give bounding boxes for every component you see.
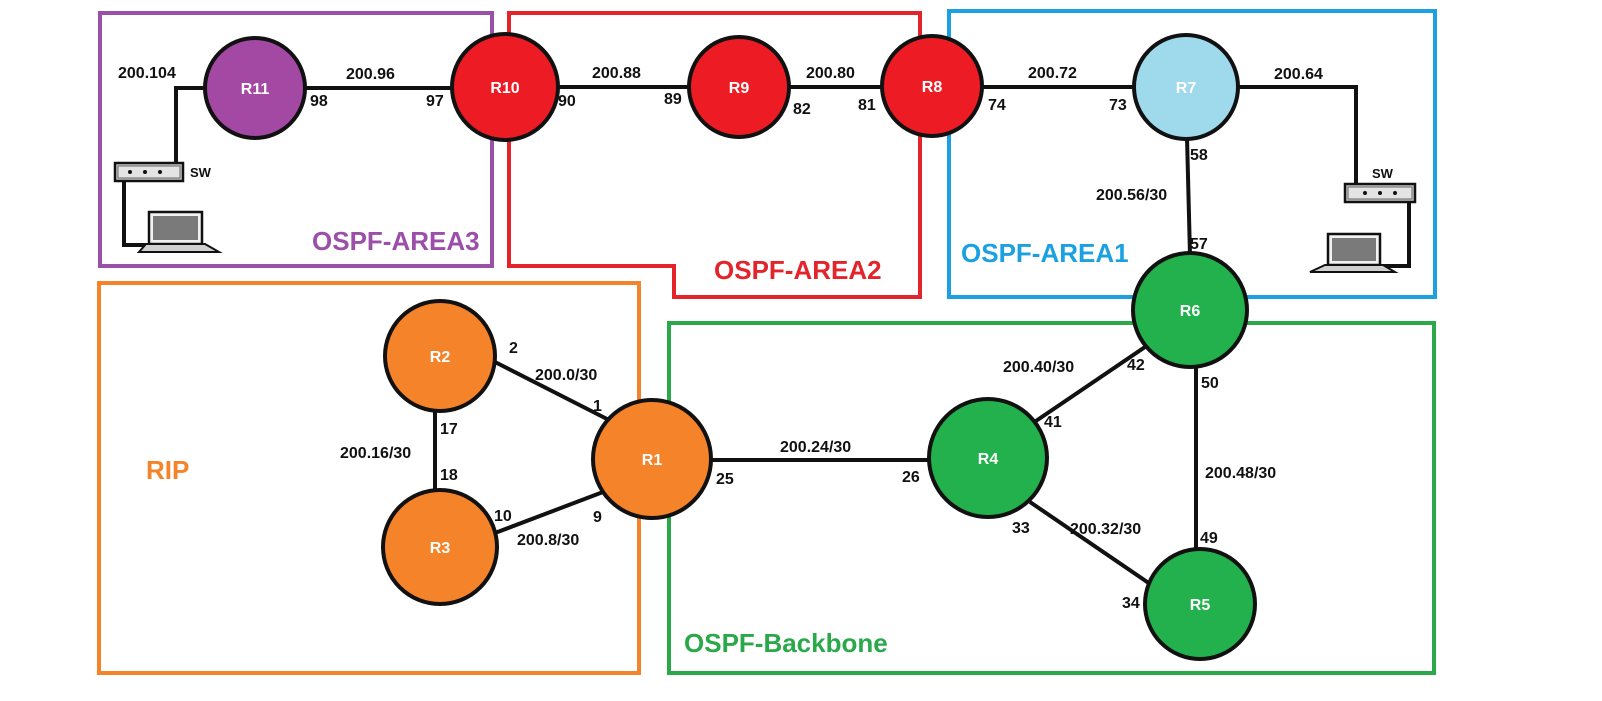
link-sw-right-pc: [1380, 200, 1411, 268]
net-label-r9-r8: 200.80: [806, 65, 855, 82]
router-r7: [1132, 33, 1240, 141]
port-label-9: 9: [593, 509, 602, 526]
router-r6: [1131, 251, 1249, 369]
port-label-57: 57: [1190, 236, 1208, 253]
net-label-r8-r7: 200.72: [1028, 65, 1077, 82]
link-r2-r1: [494, 360, 608, 421]
port-label-74: 74: [988, 97, 1006, 114]
net-label-r6-r5: 200.48/30: [1205, 465, 1276, 482]
router-r2: [383, 299, 497, 413]
port-label-10: 10: [494, 508, 512, 525]
net-label-r2-r1: 200.0/30: [535, 367, 597, 384]
laptop-left-icon: [136, 210, 223, 253]
port-label-98: 98: [310, 93, 328, 110]
port-label-34: 34: [1122, 595, 1140, 612]
switch-left: [113, 161, 185, 183]
port-label-97: 97: [426, 93, 444, 110]
router-r1-label: R1: [642, 452, 663, 469]
router-r11: [203, 36, 307, 140]
net-label-r10-r9: 200.88: [592, 65, 641, 82]
link-r7-r6: [1185, 136, 1192, 256]
port-label-49: 49: [1200, 530, 1218, 547]
switch-left-label: SW: [190, 165, 212, 180]
router-r8-label: R8: [922, 79, 943, 96]
net-label-r7-r6: 200.56/30: [1096, 187, 1167, 204]
router-r11-label: R11: [241, 81, 270, 98]
port-label-2: 2: [509, 340, 518, 357]
net-label-r11-r10: 200.96: [346, 66, 395, 83]
net-label-r11-sw: 200.104: [118, 65, 176, 82]
net-label-r6-r4: 200.40/30: [1003, 359, 1074, 376]
switch-right-label: SW: [1372, 166, 1394, 181]
port-label-89: 89: [664, 91, 682, 108]
link-r6-r4: [1028, 343, 1150, 427]
port-label-42: 42: [1127, 357, 1145, 374]
port-label-17: 17: [440, 421, 458, 438]
link-sw-left-pc: [122, 180, 150, 247]
router-r3: [381, 488, 499, 606]
router-r10: [450, 32, 560, 142]
router-r8: [880, 34, 984, 138]
area2-label: OSPF-AREA2: [714, 255, 882, 285]
port-label-50: 50: [1201, 375, 1219, 392]
switch-right: [1343, 182, 1417, 204]
port-label-58: 58: [1190, 147, 1208, 164]
router-r5: [1143, 547, 1257, 661]
router-r10-label: R10: [490, 80, 519, 97]
backbone-label: OSPF-Backbone: [684, 628, 888, 658]
port-label-41: 41: [1044, 414, 1062, 431]
port-label-18: 18: [440, 467, 458, 484]
router-r1: [591, 398, 713, 520]
laptop-right-icon: [1309, 232, 1399, 273]
net-label-r4-r5: 200.32/30: [1070, 521, 1141, 538]
link-r11-sw-left: [174, 86, 207, 167]
router-r7-label: R7: [1176, 80, 1197, 97]
link-r4-r5: [1028, 500, 1155, 588]
router-r4-label: R4: [978, 451, 999, 468]
router-r5-label: R5: [1190, 597, 1211, 614]
link-r3-r1: [494, 490, 604, 535]
area2-box: [507, 11, 922, 299]
router-r9-label: R9: [729, 80, 750, 97]
router-r3-label: R3: [430, 540, 451, 557]
router-r4: [927, 397, 1049, 519]
port-label-73: 73: [1109, 97, 1127, 114]
link-r7-sw-right: [1236, 85, 1358, 185]
net-label-r3-r1: 200.8/30: [517, 532, 579, 549]
router-r9: [687, 35, 791, 139]
net-label-r1-r4: 200.24/30: [780, 439, 851, 456]
router-r2-label: R2: [430, 349, 451, 366]
net-label-r7-sw: 200.64: [1274, 66, 1323, 83]
port-label-26: 26: [902, 469, 920, 486]
net-label-r2-r3: 200.16/30: [340, 445, 411, 462]
port-label-81: 81: [858, 97, 876, 114]
area3-label: OSPF-AREA3: [312, 226, 480, 256]
port-label-25: 25: [716, 471, 734, 488]
port-label-33: 33: [1012, 520, 1030, 537]
area1-label: OSPF-AREA1: [961, 238, 1129, 268]
port-label-82: 82: [793, 101, 811, 118]
port-label-1: 1: [593, 398, 602, 415]
port-label-90: 90: [558, 93, 576, 110]
router-r6-label: R6: [1180, 303, 1201, 320]
rip-label: RIP: [146, 455, 189, 485]
